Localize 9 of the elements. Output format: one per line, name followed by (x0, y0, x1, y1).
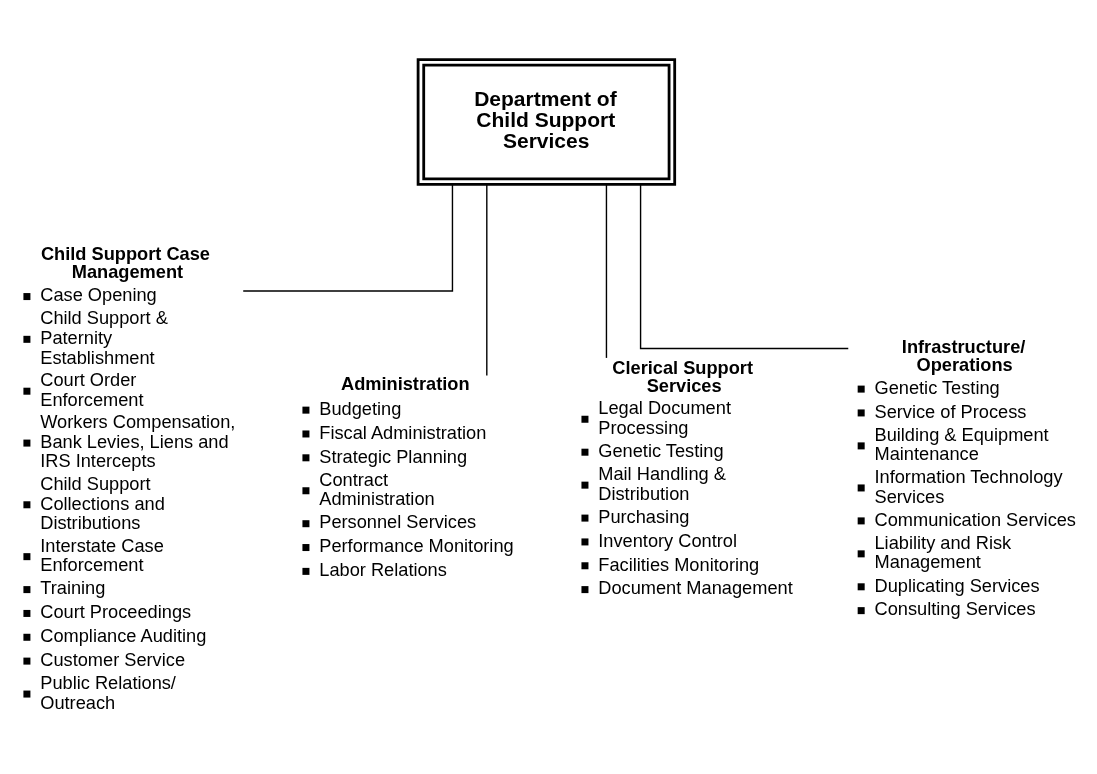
node-text: Child Support Case Management Case Opening Child Support & Paternity Establishment Court Order Enforcement Workers Compensation, Bank Levies, Liens and IRS Intercepts Child Support Collections and Distributions Interstate Case Enforcement Training Court Proceedings Compliance Auditing Customer Service Public Relations/ Outreach (40, 243, 236, 713)
node-text: Clerical Support Services Legal Document Processing Genetic Testing Mail Handling & Distribution Purchasing Inventory Control Facilities Monitoring Document Management (598, 357, 793, 599)
node-text: Infrastructure/ Operations Genetic Testing Service of Process Building & Equipment Maintenance Information Technology Services Communication Services Liability and Risk Management Duplicating Services Consulting Services (874, 336, 1076, 620)
node-box: Department of Child Support Services (416, 58, 677, 186)
node-text: Administration Budgeting Fiscal Administration Strategic Planning Contract Administration Personnel Services Performance Monitoring Labor Relations (319, 374, 514, 581)
connector (486, 184, 488, 377)
connector (639, 183, 849, 350)
connector (605, 184, 608, 359)
connector (242, 183, 454, 292)
